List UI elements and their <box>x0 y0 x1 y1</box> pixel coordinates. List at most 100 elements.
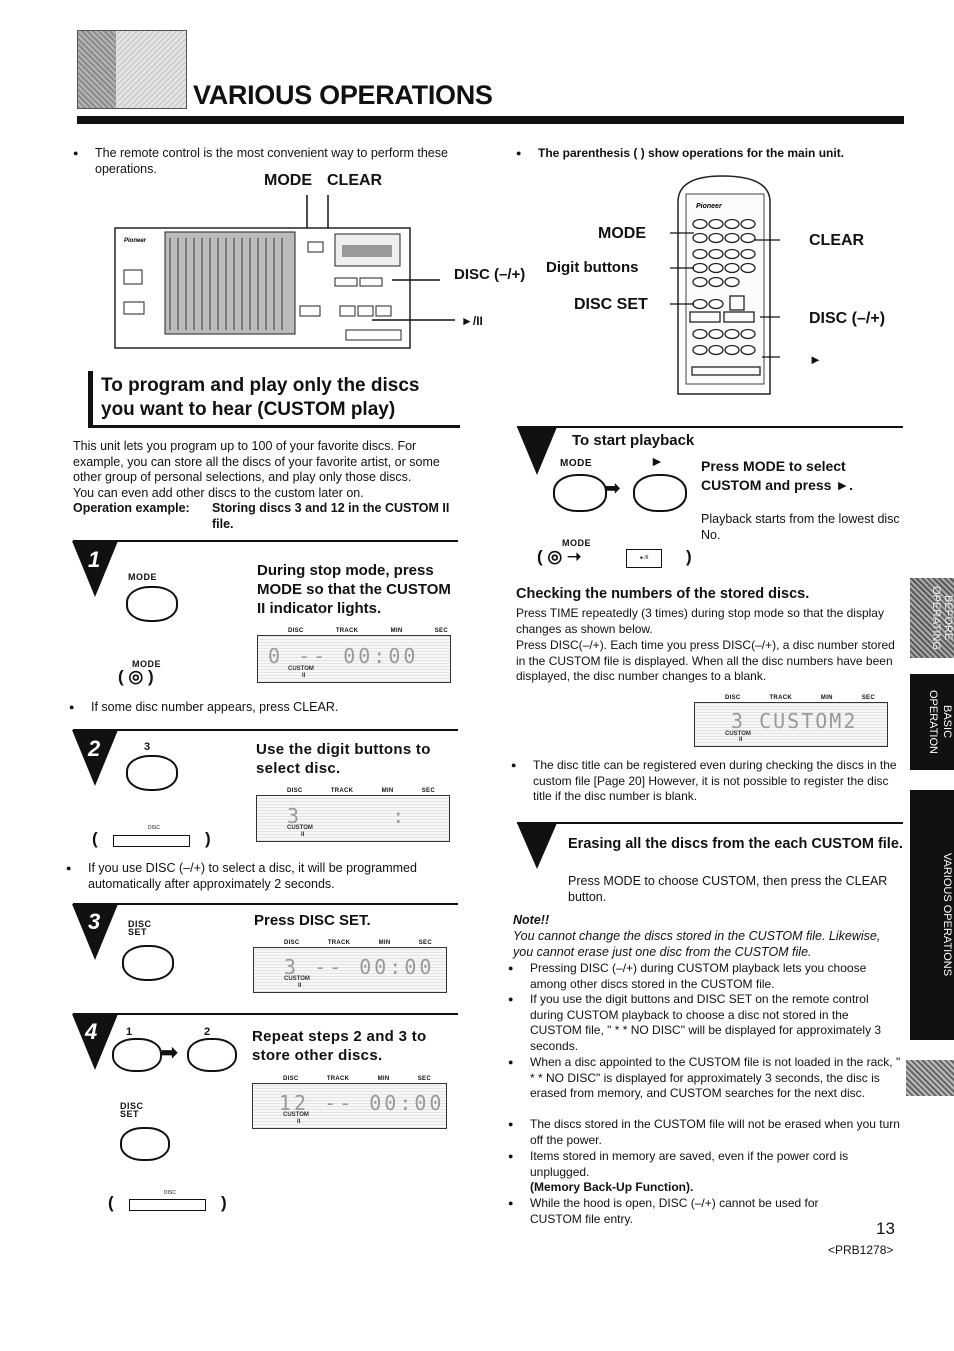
intro-left-bullet: The remote control is the most convenien… <box>73 146 475 177</box>
step3-number: 3 <box>88 909 101 934</box>
step2-note: If you use DISC (–/+) to select a disc, … <box>66 861 460 892</box>
step2-paren-icon: ( <box>92 829 98 848</box>
step2-marker <box>72 730 118 786</box>
step1-lcd-value: 0 -- 00:00 <box>268 644 419 668</box>
note-item-3: When a disc appointed to the CUSTOM file… <box>508 1055 903 1102</box>
erasing-body: Press MODE to choose CUSTOM, then press … <box>568 874 888 904</box>
example-label: Operation example: <box>73 501 190 515</box>
note-item-6: While the hood is open, DISC (–/+) canno… <box>508 1196 870 1227</box>
remote-play-label: ► <box>809 352 822 367</box>
disc-button-main-2[interactable] <box>129 1199 206 1211</box>
section-body: This unit lets you program up to 100 of … <box>73 439 440 484</box>
notes-heading: Note!! <box>513 913 550 927</box>
remote-disc-label: DISC (–/+) <box>809 310 886 327</box>
digit-1-button[interactable] <box>112 1038 162 1072</box>
sidetab-bottom-graphic <box>906 1060 954 1096</box>
note-item-2: If you use the digit buttons and DISC SE… <box>508 992 903 1054</box>
play-pause-button-main[interactable]: ►/II <box>626 549 662 568</box>
step2-rule <box>73 729 458 731</box>
step1-paren-icon: ( ◎ ) <box>118 667 154 686</box>
remote-clear-label: CLEAR <box>809 232 865 249</box>
header-graphic <box>77 30 187 109</box>
step4-rule <box>73 1013 458 1015</box>
step1-number: 1 <box>88 547 101 572</box>
sidetab-before[interactable]: BEFORE OPERATING <box>930 586 954 650</box>
digit-3-button[interactable] <box>126 755 178 791</box>
step4-title: Repeat steps 2 and 3 to store other disc… <box>252 1028 427 1064</box>
example-text: Storing discs 3 and 12 in the CUSTOM II … <box>212 501 450 531</box>
remote-digit-label: Digit buttons <box>546 259 639 276</box>
step3-rule <box>73 903 458 905</box>
note-item-5: Items stored in memory are saved, even i… <box>508 1149 903 1180</box>
mode-button[interactable] <box>126 586 178 622</box>
playback-body: Playback starts from the lowest disc No. <box>701 512 900 542</box>
checking-title: Checking the numbers of the stored discs… <box>516 586 810 602</box>
playback-arrow-icon: ➡ <box>605 478 621 498</box>
playback-mode-label-2: MODE <box>562 538 591 548</box>
playback-instruction: Press MODE to select CUSTOM and press ►. <box>701 458 854 493</box>
step1-title: During stop mode, press MODE so that the… <box>257 562 451 617</box>
step2-lcd-value: 3 : <box>287 804 408 828</box>
playback-mode-button[interactable] <box>553 474 607 512</box>
step2-paren-close: ) <box>205 829 211 848</box>
playback-rule <box>517 426 903 428</box>
playback-paren-close: ) <box>686 547 692 566</box>
unit-play-label: ►/II <box>461 314 483 328</box>
step4-paren-close: ) <box>221 1193 227 1212</box>
erasing-title: Erasing all the discs from the each CUST… <box>568 836 903 852</box>
memory-backup: (Memory Back-Up Function). <box>530 1180 694 1194</box>
erasing-rule <box>517 822 903 824</box>
step4-btn-b-label: 2 <box>204 1026 211 1038</box>
disc-set-button[interactable] <box>122 945 174 981</box>
section-bar <box>88 371 93 427</box>
disc-button-main[interactable] <box>113 835 190 847</box>
sidetab-various[interactable]: VARIOUS OPERATIONS <box>910 790 954 1040</box>
disc-set-button-2[interactable] <box>120 1127 170 1161</box>
step1-marker <box>72 541 118 597</box>
header-rule <box>77 116 904 124</box>
playback-play-button[interactable] <box>633 474 687 512</box>
step2-disc-mini: DISC <box>148 825 160 831</box>
step3-lcd-value: 3 -- 00:00 <box>284 955 435 979</box>
step3-title: Press DISC SET. <box>254 912 371 929</box>
checking-note: The disc title can be registered even du… <box>511 758 903 805</box>
remote-brand: Pioneer <box>696 203 723 210</box>
section-rule <box>88 425 460 428</box>
erasing-marker <box>517 823 557 869</box>
digit-2-button[interactable] <box>187 1038 237 1072</box>
remote-discset-label: DISC SET <box>574 296 648 313</box>
step3-marker <box>72 904 118 960</box>
playback-marker <box>517 427 557 475</box>
page-number: 13 <box>876 1219 895 1238</box>
step1-note: If some disc number appears, press CLEAR… <box>69 700 461 716</box>
step1-rule <box>73 540 458 542</box>
step4-lcd-value: 12 -- 00:00 <box>279 1091 445 1115</box>
sidetab-basic[interactable]: BASIC OPERATION <box>910 674 954 770</box>
step3-btn-label: DISC SET <box>128 919 152 937</box>
unit-disc-label: DISC (–/+) <box>454 266 526 283</box>
remote-mode-label: MODE <box>598 225 646 242</box>
unit-clear-label: CLEAR <box>327 172 383 189</box>
page-title: VARIOUS OPERATIONS <box>193 80 493 110</box>
step4-btn-a-label: 1 <box>126 1026 133 1038</box>
step4-paren-open: ( <box>108 1193 114 1212</box>
step4-marker <box>72 1014 118 1070</box>
note-item-4: The discs stored in the CUSTOM file will… <box>508 1117 903 1148</box>
main-unit-illustration: Pioneer <box>114 195 455 349</box>
playback-paren-open: ( ◎ ➝ <box>537 547 582 566</box>
step2-btn-label: 3 <box>144 741 151 753</box>
remote-illustration: Pioneer <box>670 175 780 395</box>
sidetab-before-bg <box>910 578 954 658</box>
checking-lcd-value: 3 CUSTOM2 <box>731 709 858 733</box>
intro-right-bullet: The parenthesis ( ) show operations for … <box>516 146 898 162</box>
checking-p1: Press TIME repeatedly (3 times) during s… <box>516 606 884 636</box>
playback-play-icon: ► <box>650 453 664 469</box>
arrow-icon: ➡ <box>161 1042 178 1064</box>
unit-brand: Pioneer <box>124 238 147 244</box>
doc-code: <PRB1278> <box>828 1243 894 1257</box>
playback-mode-label: MODE <box>560 458 592 469</box>
